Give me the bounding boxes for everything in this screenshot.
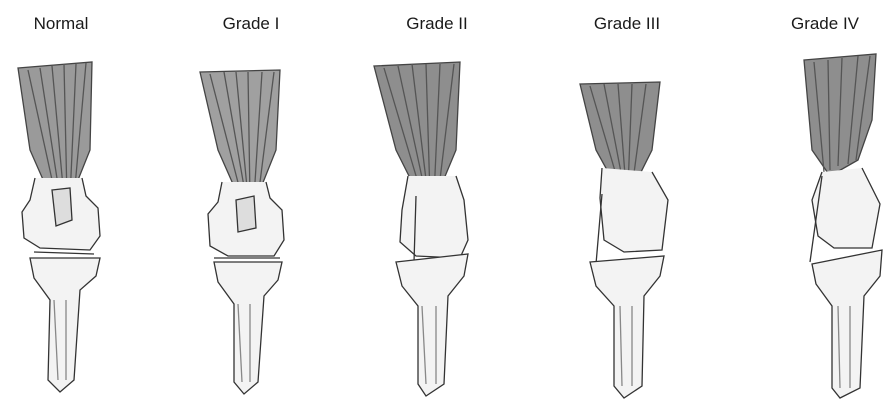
panel-grade-2: Grade II <box>356 0 534 401</box>
leg-illustration-grade-4 <box>712 0 890 401</box>
leg-illustration-grade-3 <box>534 0 712 401</box>
panel-grade-4: Grade IV <box>712 0 890 401</box>
panel-grade-1: Grade I <box>178 0 356 401</box>
leg-illustration-normal <box>0 0 178 401</box>
leg-illustration-grade-1 <box>178 0 356 401</box>
leg-illustration-grade-2 <box>356 0 534 401</box>
panel-normal: Normal <box>0 0 178 401</box>
panel-grade-3: Grade III <box>534 0 712 401</box>
